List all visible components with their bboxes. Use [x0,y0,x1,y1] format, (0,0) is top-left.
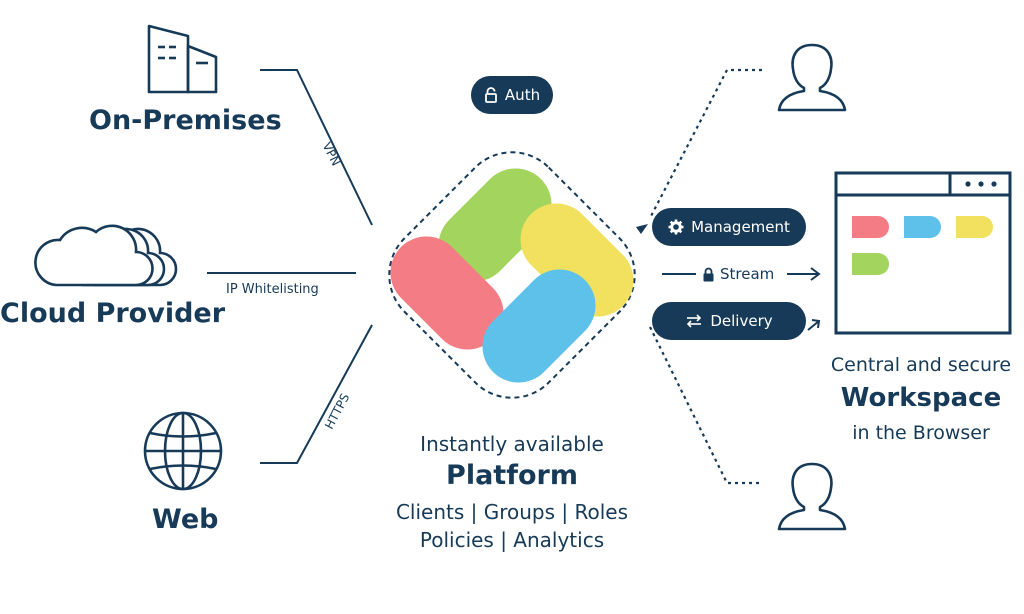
platform-features-line1: Clients | Groups | Roles [395,500,629,524]
building-icon [147,24,218,94]
user-top-dotted-line [649,68,762,219]
platform-title: Platform [446,460,578,491]
stream-arrowhead [810,267,821,281]
workspace-red-tile [852,216,889,238]
delivery-badge: Delivery [652,302,806,340]
user-icon [777,43,847,112]
management-arrowhead [636,224,648,234]
ip-whitelisting-label: IP Whitelisting [226,282,319,297]
user-icon [777,462,847,531]
platform-subtitle: Instantly available [420,432,604,456]
workspace-yellow-tile [956,216,993,238]
web-label: Web [152,504,219,535]
gear-icon [668,219,684,235]
delivery-arrowhead [811,319,821,329]
logo-blue-capsule [482,269,596,383]
workspace-line: in the Browser [852,422,990,444]
https-connector-line [260,324,373,464]
globe-icon [143,411,223,491]
management-badge: Management [652,208,806,246]
workspace-title: Workspace [840,383,1002,413]
logo-red-capsule [390,236,504,350]
lock-icon [702,267,715,282]
lock-icon [484,87,498,103]
auth-label: Auth [504,86,541,104]
auth-badge: Auth [471,76,553,114]
cloud-icon [34,224,178,287]
vpn-connector-line [260,69,373,226]
logo-green-capsule [438,168,552,282]
platform-dashed-border [388,151,636,399]
on-premises-label: On-Premises [89,105,282,136]
cloud-provider-label: Cloud Provider [0,298,226,329]
swap-arrows-icon [685,314,703,328]
platform-logo [390,168,634,383]
workspace-subtitle: Central and secure [830,354,1012,376]
platform-features-line2: Policies | Analytics [419,528,605,552]
delivery-label: Delivery [710,312,773,330]
management-label: Management [691,218,790,236]
stream-label-group: Stream [702,264,774,284]
workspace-green-tile [852,253,889,275]
user-bottom-dotted-line [649,326,762,485]
browser-window-icon [834,171,1012,335]
workspace-blue-tile [904,216,941,238]
logo-yellow-capsule [520,203,634,317]
stream-label: Stream [720,265,775,283]
delivery-arrow [807,320,820,331]
